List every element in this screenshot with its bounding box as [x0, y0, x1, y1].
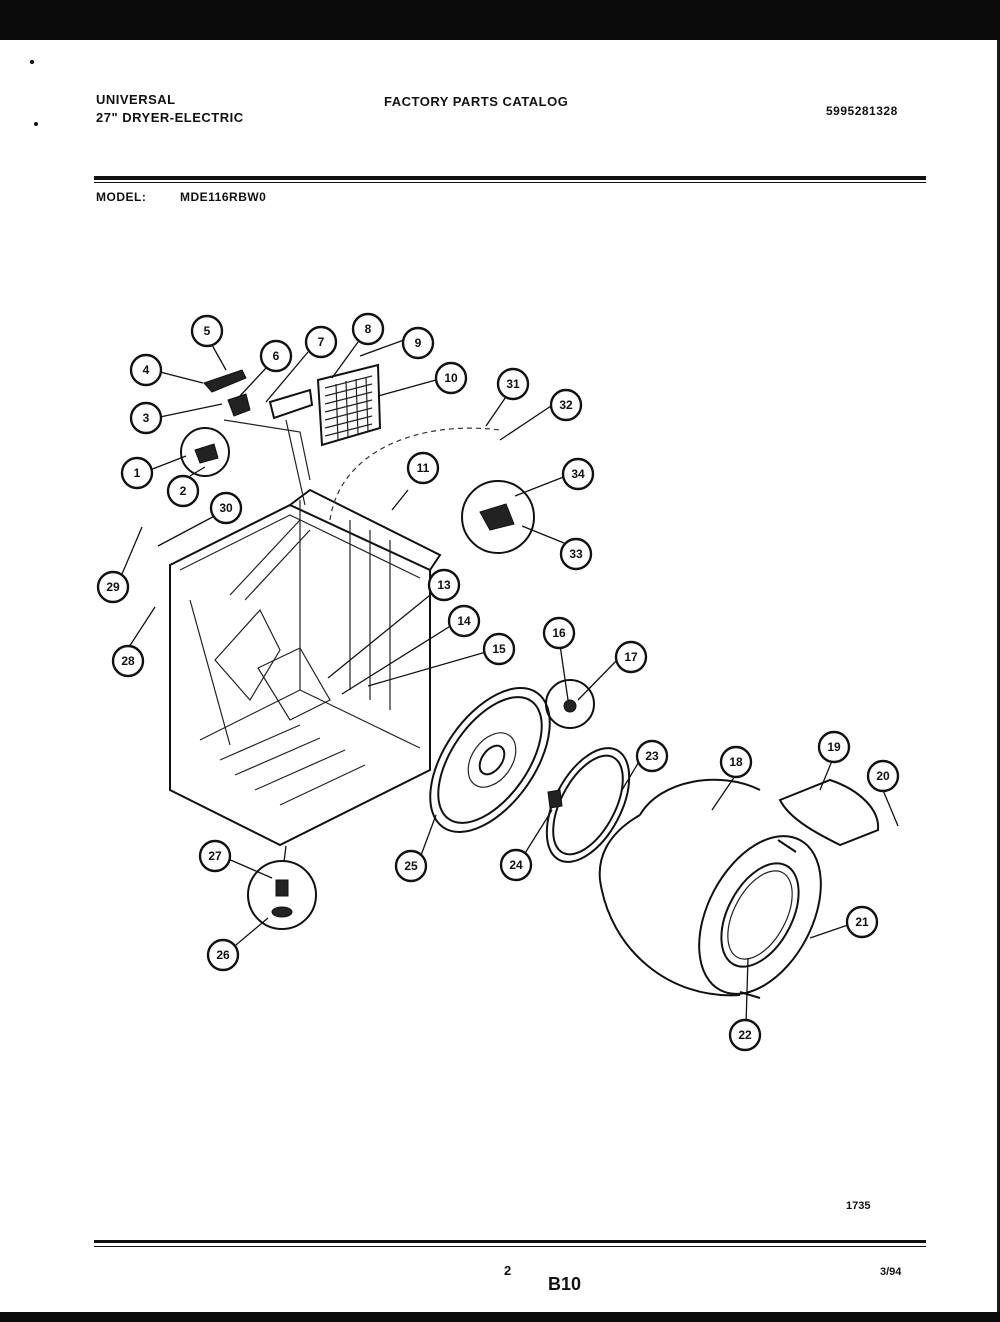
svg-text:2: 2 — [180, 484, 187, 498]
svg-text:24: 24 — [509, 858, 523, 872]
callout-9: 9 — [401, 326, 435, 360]
callout-20: 20 — [866, 759, 900, 793]
svg-text:20: 20 — [876, 769, 890, 783]
callout-19: 19 — [817, 730, 851, 764]
callout-14: 14 — [447, 604, 481, 638]
callout-21: 21 — [845, 905, 879, 939]
svg-text:19: 19 — [827, 740, 841, 754]
callout-24: 24 — [499, 848, 533, 882]
header-rule-thin — [94, 182, 926, 183]
callout-3: 3 — [129, 401, 163, 435]
svg-text:14: 14 — [457, 614, 471, 628]
section-code: B10 — [548, 1274, 582, 1294]
callout-5: 5 — [190, 314, 224, 348]
detail-circles — [180, 427, 595, 930]
callout-2: 2 — [166, 474, 200, 508]
catalog-number: 5995281328 — [826, 104, 898, 118]
brand-name: UNIVERSAL — [96, 92, 176, 107]
svg-text:21: 21 — [855, 915, 869, 929]
callout-26: 26 — [206, 938, 240, 972]
margin-dot — [30, 60, 34, 64]
callout-34: 34 — [561, 457, 595, 491]
callout-31: 31 — [496, 367, 530, 401]
callout-28: 28 — [111, 644, 145, 678]
header-rule — [94, 176, 926, 180]
callout-7: 7 — [304, 325, 338, 359]
callout-16: 16 — [542, 616, 576, 650]
svg-text:6: 6 — [273, 349, 280, 363]
callout-1: 1 — [120, 456, 154, 490]
callout-11: 11 — [406, 451, 440, 485]
svg-text:17: 17 — [624, 650, 638, 664]
svg-text:32: 32 — [559, 398, 573, 412]
svg-text:1: 1 — [134, 466, 141, 480]
svg-text:31: 31 — [506, 377, 520, 391]
callout-4: 4 — [129, 353, 163, 387]
svg-text:15: 15 — [492, 642, 506, 656]
svg-text:29: 29 — [106, 580, 120, 594]
svg-text:27: 27 — [208, 849, 222, 863]
callout-15: 15 — [482, 632, 516, 666]
callout-13: 13 — [427, 568, 461, 602]
svg-text:26: 26 — [216, 948, 230, 962]
callout-32: 32 — [549, 388, 583, 422]
svg-text:13: 13 — [437, 578, 451, 592]
right-frame-edge — [997, 40, 1000, 1312]
callout-33: 33 — [559, 537, 593, 571]
svg-text:28: 28 — [121, 654, 135, 668]
callout-29: 29 — [96, 570, 130, 604]
leader-lines — [121, 339, 899, 1026]
margin-dot — [34, 122, 38, 126]
svg-text:23: 23 — [645, 749, 659, 763]
svg-text:9: 9 — [415, 336, 422, 350]
product-description: 27" DRYER-ELECTRIC — [96, 110, 244, 125]
callout-10: 10 — [434, 361, 468, 395]
top-frame-bar — [0, 0, 1000, 40]
illustration-number: 1735 — [846, 1200, 871, 1212]
model-label: MODEL: — [96, 190, 147, 204]
drum-seal — [545, 747, 631, 863]
callout-17: 17 — [614, 640, 648, 674]
svg-text:30: 30 — [219, 501, 233, 515]
svg-text:22: 22 — [738, 1028, 752, 1042]
cabinet-assembly — [169, 488, 442, 847]
bottom-frame-bar — [0, 1312, 1000, 1322]
svg-text:5: 5 — [204, 324, 211, 338]
callout-22: 22 — [728, 1018, 762, 1052]
svg-text:33: 33 — [569, 547, 583, 561]
callout-8: 8 — [351, 312, 385, 346]
callout-18: 18 — [719, 745, 753, 779]
svg-text:18: 18 — [729, 755, 743, 769]
catalog-title: FACTORY PARTS CATALOG — [384, 94, 569, 109]
svg-text:10: 10 — [444, 371, 458, 385]
date-code: 3/94 — [880, 1266, 902, 1278]
svg-text:25: 25 — [404, 859, 418, 873]
svg-text:3: 3 — [143, 411, 150, 425]
svg-text:7: 7 — [318, 335, 325, 349]
svg-text:34: 34 — [571, 467, 585, 481]
upper-parts — [203, 363, 501, 521]
front-bulkhead — [429, 687, 551, 833]
callout-25: 25 — [394, 849, 428, 883]
callout-6: 6 — [259, 339, 293, 373]
footer-rule-thin — [94, 1246, 926, 1247]
callout-27: 27 — [198, 839, 232, 873]
svg-text:11: 11 — [417, 461, 430, 475]
callout-30: 30 — [209, 491, 243, 525]
svg-text:8: 8 — [365, 322, 372, 336]
page-number: 2 — [504, 1263, 512, 1278]
svg-text:16: 16 — [552, 626, 566, 640]
callout-23: 23 — [635, 739, 669, 773]
svg-text:4: 4 — [143, 363, 150, 377]
dryer-drum — [598, 778, 880, 999]
model-number: MDE116RBW0 — [180, 190, 267, 204]
callout-group: 5 4 3 6 7 8 9 10 1 2 11 30 29 28 31 32 3… — [96, 312, 900, 1052]
footer-rule — [94, 1240, 926, 1243]
